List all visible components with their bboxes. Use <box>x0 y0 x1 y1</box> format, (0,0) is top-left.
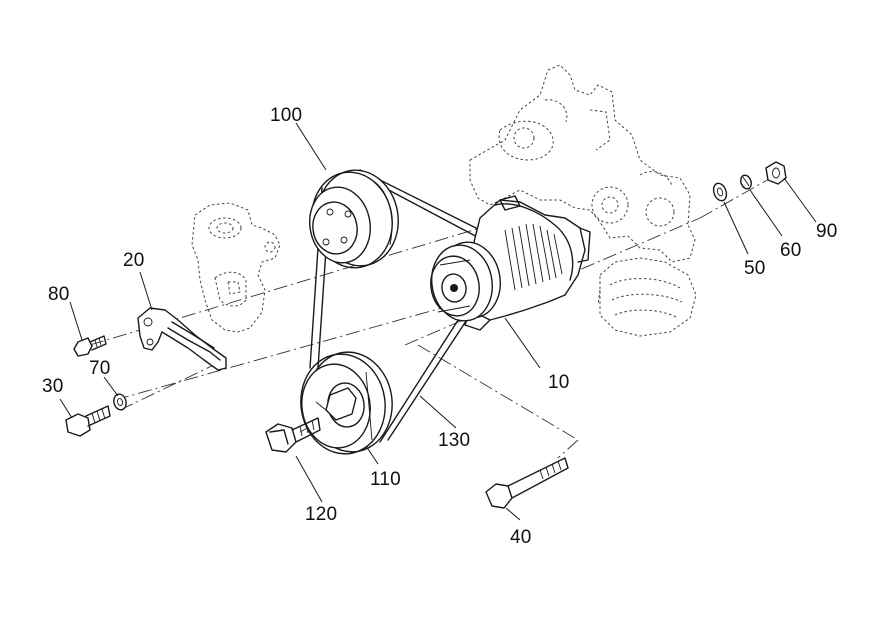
adjusting-bracket <box>137 307 227 371</box>
label-part-10: 10 <box>548 372 570 393</box>
bolt-120 <box>265 417 321 453</box>
washer-70 <box>113 393 127 411</box>
label-part-90: 90 <box>816 221 838 242</box>
lock-washer-60 <box>740 174 752 190</box>
label-part-40: 40 <box>510 527 532 548</box>
label-part-20: 20 <box>123 250 145 271</box>
label-part-120: 120 <box>305 504 337 525</box>
bolt-40 <box>485 457 569 509</box>
callout-labels: 100 20 80 70 30 10 130 110 120 40 50 60 … <box>42 105 838 548</box>
leader-lines <box>59 122 817 521</box>
label-part-70: 70 <box>89 358 111 379</box>
upper-pulley <box>309 169 399 269</box>
assembly-axis-lines <box>89 169 786 459</box>
nut-90 <box>765 161 787 185</box>
bolt-80 <box>73 335 107 357</box>
label-part-60: 60 <box>780 240 802 261</box>
label-part-50: 50 <box>744 258 766 279</box>
bolt-30 <box>65 405 111 437</box>
label-part-100: 100 <box>270 105 302 126</box>
water-pump-housing-outline <box>191 202 281 333</box>
label-part-30: 30 <box>42 376 64 397</box>
label-part-110: 110 <box>370 469 401 490</box>
washer-50 <box>712 182 728 202</box>
label-part-130: 130 <box>438 430 470 451</box>
label-part-80: 80 <box>48 284 70 305</box>
alternator <box>430 195 591 331</box>
engine-block-outline <box>469 64 697 337</box>
